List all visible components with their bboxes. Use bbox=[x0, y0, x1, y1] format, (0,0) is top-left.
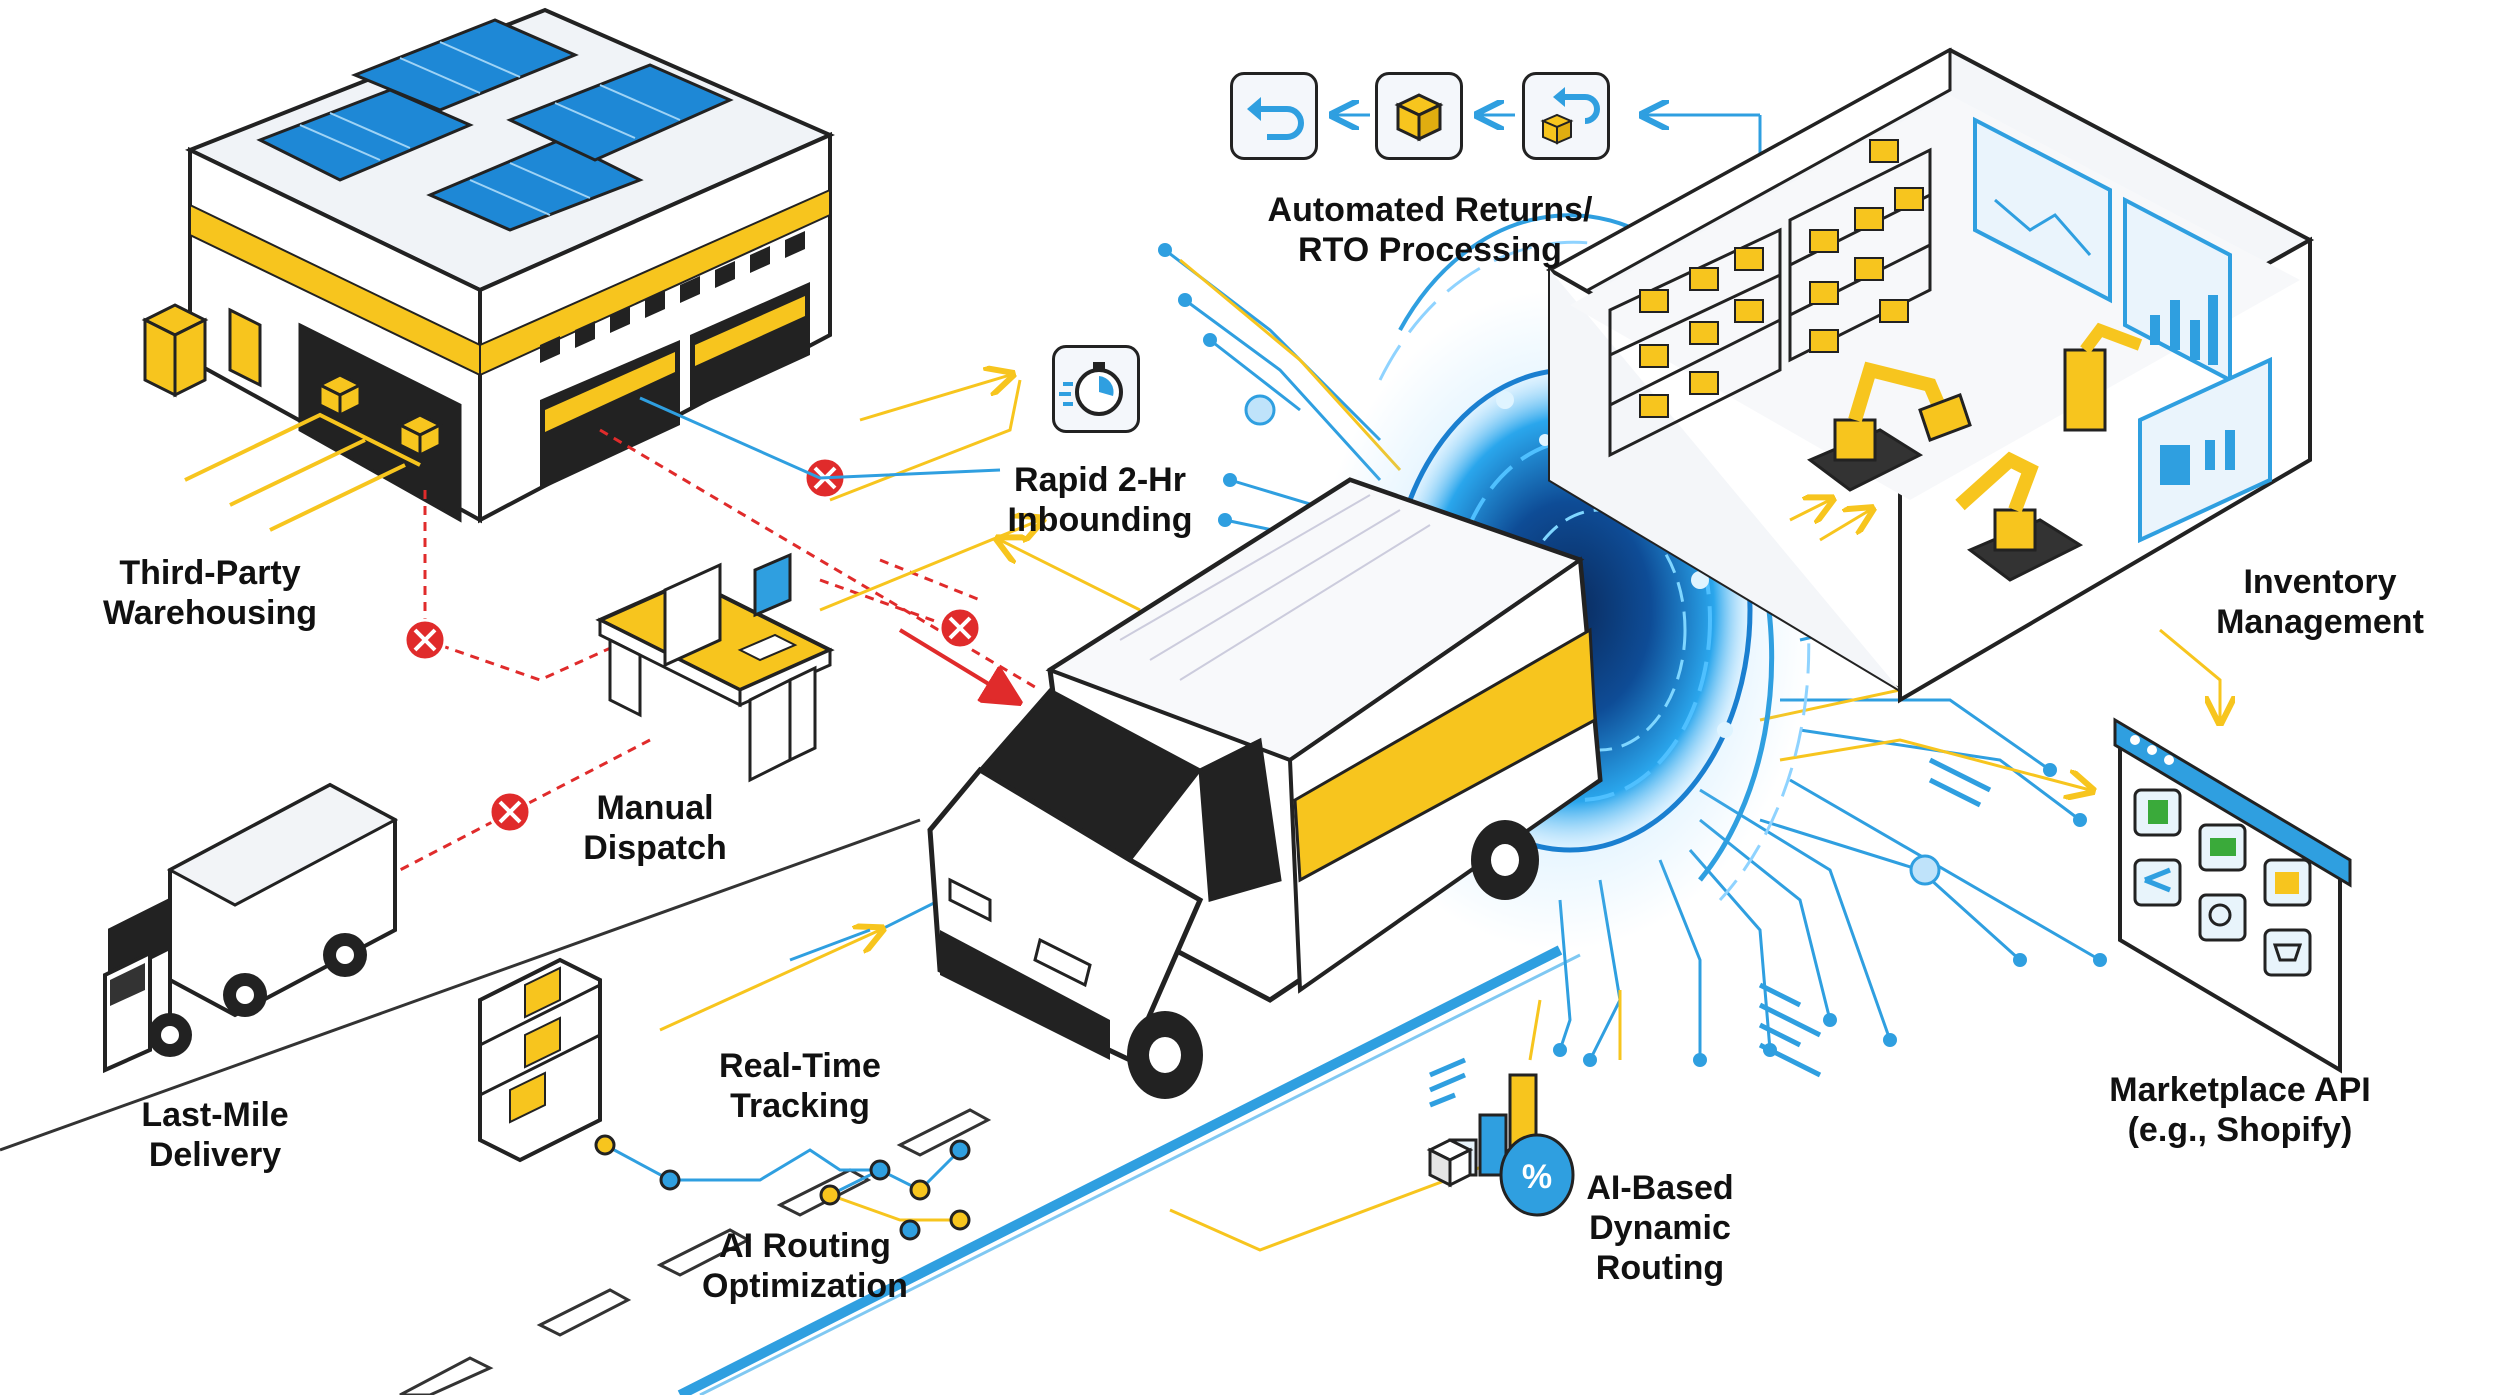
routing-graph bbox=[594, 1134, 971, 1241]
marketplace-window bbox=[2113, 717, 2352, 1074]
third-party-warehouse bbox=[141, 7, 835, 532]
package-box-icon bbox=[141, 303, 444, 458]
percent-icon: % bbox=[1499, 1133, 1575, 1217]
automated-warehouse-room bbox=[1545, 47, 2315, 704]
solar-panels bbox=[256, 18, 734, 232]
delivery-van bbox=[927, 477, 1603, 1099]
svg-text:%: % bbox=[1522, 1158, 1552, 1196]
dashboard-screens bbox=[1973, 116, 2272, 544]
last-mile-truck bbox=[103, 782, 399, 1074]
package-box-icon bbox=[1375, 72, 1463, 160]
x-circle-icon bbox=[403, 618, 447, 662]
manual-error-paths bbox=[399, 428, 1041, 872]
stopwatch-icon bbox=[1052, 345, 1140, 433]
red-arrows bbox=[898, 628, 1015, 700]
robot-arm bbox=[1807, 322, 2143, 582]
label-marketplace-api: Marketplace API(e.g., Shopify) bbox=[2109, 1071, 2371, 1149]
return-arrow-icon bbox=[1230, 72, 1318, 160]
dispatch-desk bbox=[595, 552, 835, 783]
return-box-icon bbox=[1522, 72, 1610, 160]
storage-shelf bbox=[478, 957, 602, 1163]
x-circle-icon bbox=[938, 606, 982, 650]
analytics-bars-icon bbox=[1426, 1073, 1538, 1188]
x-circle-icon bbox=[488, 790, 532, 834]
label-automated-returns: Automated Returns/RTO Processing bbox=[1267, 191, 1593, 269]
